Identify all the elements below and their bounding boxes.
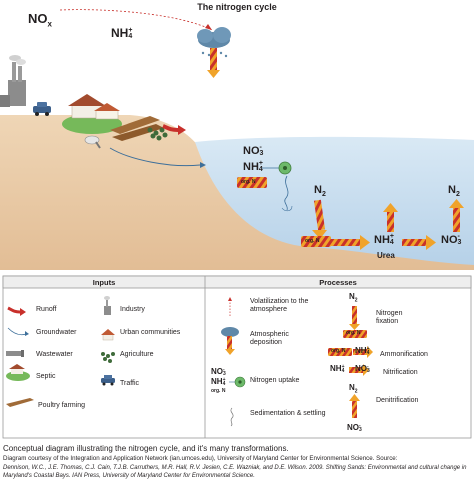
nitrification-legend-arrow [349, 367, 363, 373]
denitrification-arrow-2 [453, 206, 460, 232]
rain-cloud [197, 27, 231, 58]
nox-arrow [59, 9, 213, 31]
legend-n2-fixation: N2 [349, 292, 358, 304]
processes-icons [221, 297, 373, 427]
caption-credit: Diagram courtesy of the Integration and … [3, 455, 398, 462]
wastewater-pipe [95, 141, 101, 149]
uptake-icon [229, 376, 246, 388]
denitrification-arrow-1 [387, 210, 394, 232]
input-groundwater: Groundwater [36, 329, 77, 336]
runoff-icon [7, 306, 21, 314]
n2-label-fixation: N2 [314, 184, 326, 199]
no3-label-uptake: NO-3 [243, 144, 264, 158]
org-n-uptake [237, 177, 267, 188]
groundwater-arrow [109, 147, 201, 167]
sedimentation-icon [230, 407, 234, 427]
input-wastewater: Wastewater [36, 351, 73, 358]
industry-legend-icon [104, 296, 111, 315]
urea-label: Urea [377, 251, 395, 260]
nh4-label-atmosphere: NH+4 [111, 26, 133, 40]
legend-nh4-ammonification: NH+4 [355, 345, 370, 356]
nitrogen-uptake-group [262, 161, 293, 212]
process-sedimentation: Sedimentation & settling [250, 410, 326, 417]
input-urban-communities: Urban communities [120, 329, 181, 336]
groundwater-icon [7, 327, 27, 336]
inputs-icons [6, 296, 115, 407]
legend-no3-denitrification: NO-3 [347, 422, 362, 433]
caption-source-1: Dennison, W.C., J.E. Thomas, C.J. Cain, … [3, 465, 467, 471]
legend-orgn-fixation: org. N [346, 330, 361, 336]
legend-no3-nitrification: NO-3 [355, 363, 370, 374]
legend-no3-uptake: NO-3 [211, 366, 226, 377]
wastewater-icon [6, 350, 24, 357]
agriculture-legend-icon [101, 352, 115, 363]
inputs-header: Inputs [92, 278, 116, 287]
org-n-label-uptake: org. N [241, 179, 256, 185]
process-uptake: Nitrogen uptake [250, 377, 300, 384]
nh4-label-water: NH+4 [374, 233, 394, 247]
ammonification-legend-arrow [353, 349, 367, 355]
process-fixation: Nitrogen fixation [376, 310, 403, 325]
process-nitrification: Nitrification [383, 369, 418, 376]
fixation-legend-arrow [352, 306, 357, 324]
traffic-legend-icon [101, 375, 115, 386]
deposition-icon [221, 327, 239, 355]
no3-label-water: NO-3 [441, 233, 462, 247]
legend-frame [2, 275, 472, 439]
traffic-icon [33, 102, 51, 116]
caption-source-2: Maryland's Coastal Bays. IAN Press, Univ… [3, 473, 255, 479]
legend-orgn-ammonification: org. N [331, 348, 346, 354]
diagram-title: The nitrogen cycle [197, 2, 277, 12]
legend-orgn-uptake: org. N [211, 388, 226, 394]
deposition-arrow [210, 48, 217, 70]
legend-nh4-nitrification: NH+4 [330, 363, 345, 374]
input-runoff: Runoff [36, 306, 57, 313]
input-traffic: Traffic [120, 380, 140, 387]
fixation-arrow [313, 199, 326, 231]
urban-communities-icon [62, 94, 122, 134]
process-denitrification: Denitrification [376, 397, 419, 404]
input-septic: Septic [36, 373, 56, 380]
runoff-arrow [162, 124, 186, 135]
scene-illustration [0, 9, 474, 270]
septic-legend-icon [6, 364, 30, 381]
processes-header: Processes [319, 278, 357, 287]
septic-icon [84, 135, 100, 145]
n2-label-denitrification: N2 [448, 184, 460, 199]
denitrification-legend-arrow [352, 400, 357, 418]
org-n-water [301, 236, 331, 247]
input-agriculture: Agriculture [120, 351, 154, 358]
industry-icon [0, 55, 26, 107]
legend-nh4-uptake: NH+4 [211, 376, 226, 387]
process-ammonification: Ammonification [380, 351, 428, 358]
input-poultry-farming: Poultry farming [38, 402, 86, 409]
caption-main: Conceptual diagram illustrating the nitr… [3, 444, 289, 453]
water-body [195, 136, 474, 265]
poultry-icon [6, 398, 34, 407]
agriculture-icon [147, 127, 168, 141]
urban-legend-icon [101, 329, 115, 341]
org-n-label-water: org. N [305, 238, 320, 244]
process-volatilization: Volatilization to the atmosphere [250, 298, 309, 313]
nitrification-arrow [402, 239, 426, 246]
nox-label: NOx [28, 11, 52, 29]
nh4-label-uptake: NH+4 [243, 160, 263, 174]
process-deposition: Atmospheric deposition [250, 331, 289, 346]
legend-n2-denitrification: N2 [349, 383, 358, 395]
input-industry: Industry [120, 306, 145, 313]
ammonification-arrow [330, 239, 360, 246]
